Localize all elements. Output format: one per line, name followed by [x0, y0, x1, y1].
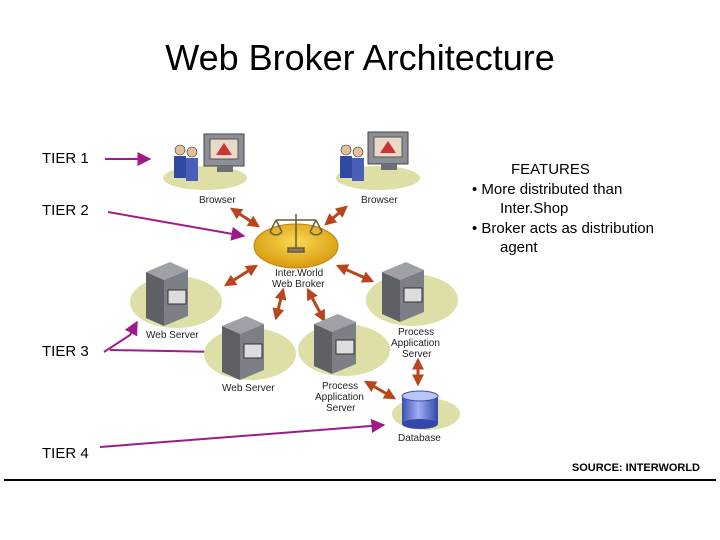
tier-3-arrow-right [109, 344, 222, 359]
tier-2-label: TIER 2 [42, 202, 89, 219]
monitor-icon [203, 133, 245, 172]
features-panel: FEATURES • More distributed than Inter.S… [470, 160, 710, 258]
process-server-middle-label-3: Server [326, 403, 356, 414]
browser-right-label: Browser [361, 195, 398, 206]
tier-3-label: TIER 3 [42, 343, 89, 360]
scales-icon [269, 214, 323, 253]
tier-1-label: TIER 1 [42, 150, 89, 167]
tier-2-arrow [107, 211, 246, 241]
user-group-icon [340, 144, 364, 181]
broker-label-line1: Inter.World [275, 268, 323, 279]
process-server-right-label-2: Application [391, 338, 440, 349]
tier-4-label: TIER 4 [42, 445, 89, 462]
web-server-middle-label: Web Server [222, 383, 275, 394]
tier-3-arrow-left [103, 320, 138, 353]
process-server-node-middle: Process Application Server [298, 314, 390, 414]
tier-4-arrow [99, 418, 386, 448]
browser-node-right: Browser [336, 131, 420, 206]
database-cylinder-icon [401, 390, 439, 429]
feature-line-2: Inter.Shop [500, 200, 569, 217]
source-credit: SOURCE: INTERWORLD [571, 462, 700, 474]
browser-node-left: Browser [163, 133, 247, 206]
feature-line-3: • Broker acts as distribution [472, 219, 654, 237]
process-server-middle-label-1: Process [322, 381, 358, 392]
server-tower-icon [146, 262, 188, 326]
bottom-divider [4, 479, 716, 481]
user-group-icon [174, 144, 198, 181]
server-tower-icon [222, 316, 264, 380]
process-server-right-label-1: Process [398, 327, 434, 338]
server-tower-icon [314, 314, 356, 374]
browser-left-label: Browser [199, 195, 236, 206]
web-server-left-label: Web Server [146, 330, 199, 341]
feature-line-4: agent [500, 239, 538, 256]
server-tower-icon [382, 262, 424, 322]
monitor-icon [367, 131, 409, 170]
process-server-middle-label-2: Application [315, 392, 364, 403]
process-server-node-right: Process Application Server [366, 262, 458, 360]
database-label: Database [398, 433, 441, 444]
web-server-node-middle: Web Server [204, 316, 296, 394]
broker-label-line2: Web Broker [272, 279, 325, 290]
database-node: Database [392, 390, 460, 444]
features-heading: FEATURES [511, 161, 590, 178]
connection-arrows [223, 205, 424, 400]
web-broker-node: Inter.World Web Broker [253, 214, 339, 290]
process-server-right-label-3: Server [402, 349, 432, 360]
web-server-node-left: Web Server [130, 262, 222, 341]
page-title: Web Broker Architecture [165, 37, 555, 78]
feature-line-1: • More distributed than [472, 180, 623, 198]
